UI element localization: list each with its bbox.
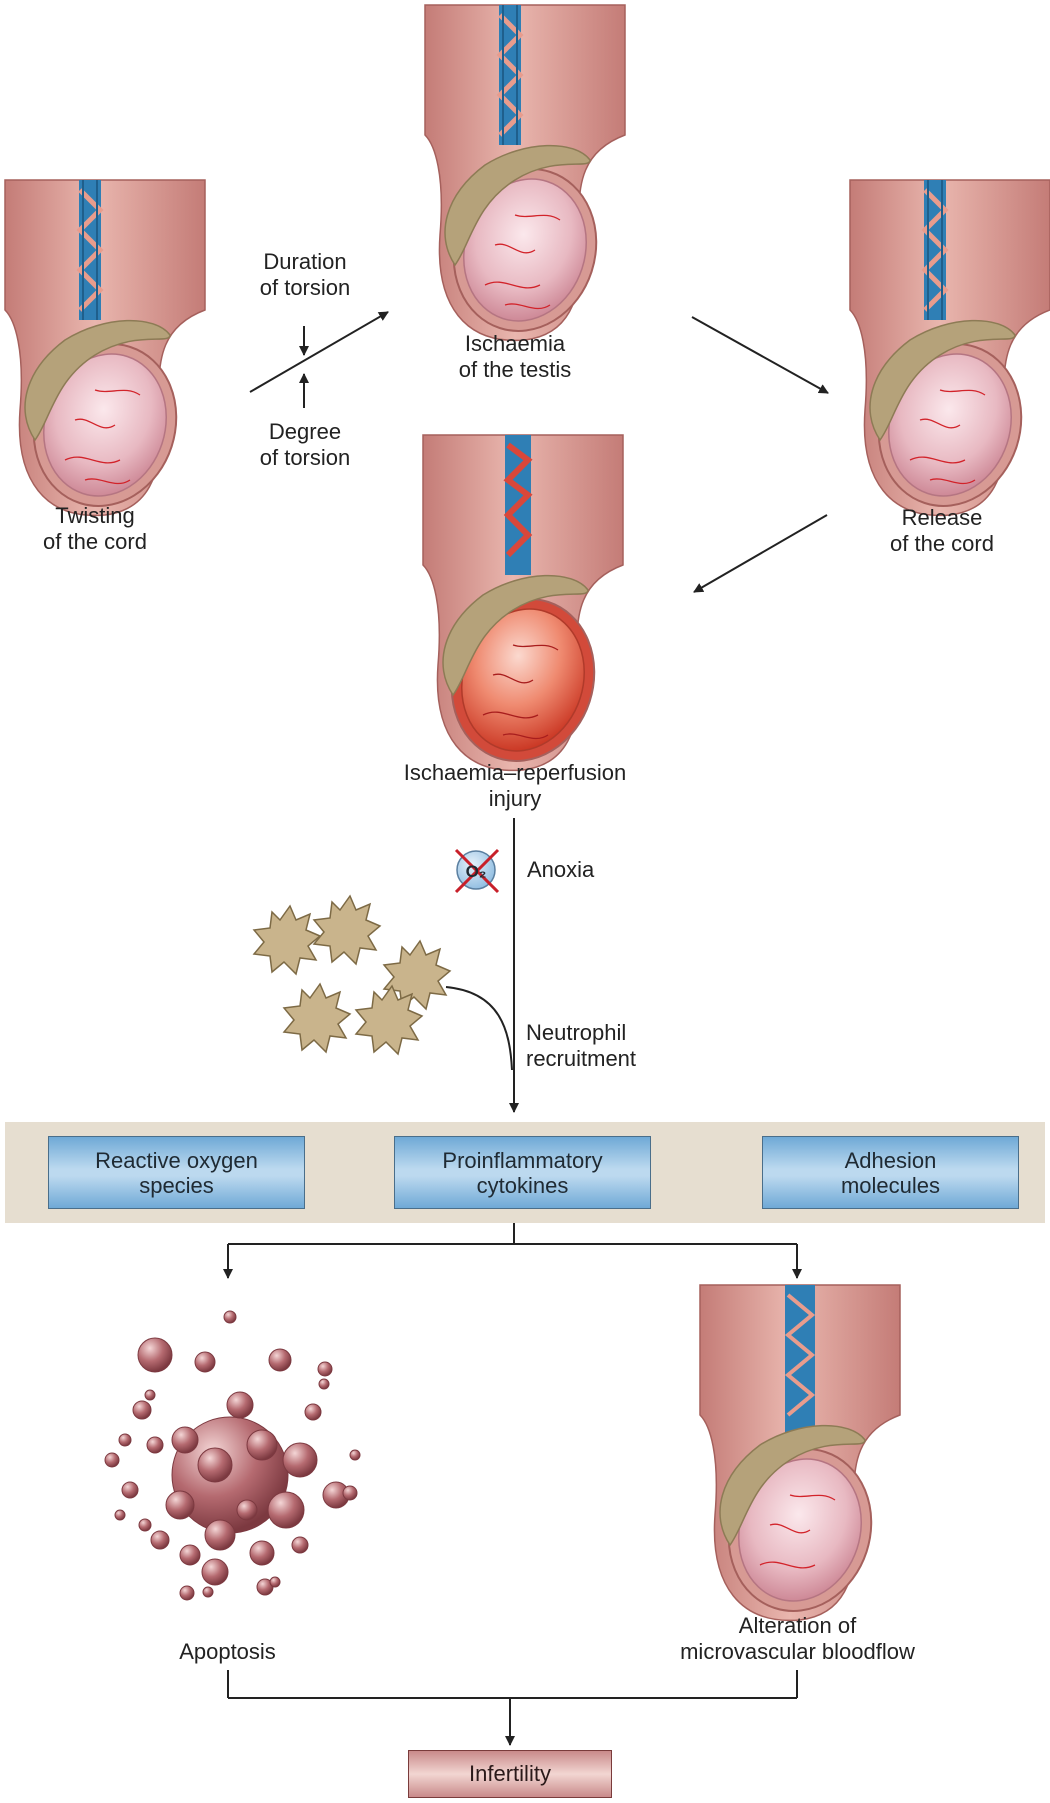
adhesion-box-line1: Adhesion: [844, 1147, 937, 1173]
microvascular-label: Alteration of microvascular bloodflow: [655, 1613, 940, 1665]
oxygen-crossed-icon: [454, 848, 500, 894]
ischaemia-label-line2: of the testis: [458, 357, 572, 382]
twisting-testis-illustration: [5, 180, 205, 525]
twisting-label-line2: of the cord: [43, 529, 147, 554]
ischaemia-label-line1: Ischaemia: [464, 331, 566, 356]
degree-label-line2: of torsion: [259, 445, 351, 470]
cytokines-box-line2: cytokines: [476, 1172, 569, 1198]
reperfusion-label-line1: Ischaemia–reperfusion: [403, 760, 627, 785]
to-release-arrow: [691, 316, 829, 394]
microvascular-testis-illustration: [699, 1284, 901, 1622]
adhesion-box: Adhesion molecules: [762, 1136, 1019, 1209]
ros-box-line1: Reactive oxygen: [95, 1147, 258, 1173]
duration-label: Duration of torsion: [235, 249, 375, 301]
degree-label: Degree of torsion: [235, 419, 375, 471]
cytokines-box: Proinflammatory cytokines: [394, 1136, 651, 1209]
microvascular-label-line1: Alteration of: [738, 1613, 857, 1638]
adhesion-box-line2: molecules: [840, 1172, 941, 1198]
ros-box-line2: species: [139, 1172, 214, 1198]
neutrophil-cluster-icon: [252, 894, 452, 1056]
release-label: Release of the cord: [862, 505, 1022, 557]
apoptotic-bodies-icon: [104, 1310, 361, 1601]
oxygen-symbol: O₂: [466, 862, 487, 881]
to-reperfusion-arrow: [693, 514, 828, 593]
torsion-arrow: [249, 311, 389, 393]
apoptosis-label: Apoptosis: [179, 1639, 276, 1664]
twisting-label: Twisting of the cord: [20, 503, 170, 555]
duration-label-line1: Duration: [263, 249, 347, 274]
release-label-line2: of the cord: [890, 531, 994, 556]
ischaemic-testis-illustration: [425, 5, 625, 350]
duration-label-line2: of torsion: [259, 275, 351, 300]
reperfusion-label: Ischaemia–reperfusion injury: [380, 760, 650, 812]
anoxia-label: Anoxia: [527, 857, 595, 882]
ischaemia-label: Ischaemia of the testis: [430, 331, 600, 383]
neutrophil-label-line2: recruitment: [526, 1046, 637, 1071]
infertility-box: Infertility: [408, 1750, 612, 1798]
release-label-line1: Release: [901, 505, 983, 530]
neutrophil-label: Neutrophil recruitment: [526, 1020, 676, 1072]
microvascular-label-line2: microvascular bloodflow: [680, 1639, 915, 1664]
ros-box: Reactive oxygen species: [48, 1136, 305, 1209]
neutrophil-label-line1: Neutrophil: [526, 1020, 627, 1045]
reperfusion-label-line2: injury: [488, 786, 542, 811]
reperfusion-testis-illustration: [422, 434, 624, 772]
degree-label-line1: Degree: [268, 419, 342, 444]
neutrophil-arrow: [445, 986, 513, 1071]
cytokines-box-line1: Proinflammatory: [442, 1147, 603, 1173]
twisting-label-line1: Twisting: [55, 503, 135, 528]
released-testis-illustration: [850, 180, 1050, 525]
